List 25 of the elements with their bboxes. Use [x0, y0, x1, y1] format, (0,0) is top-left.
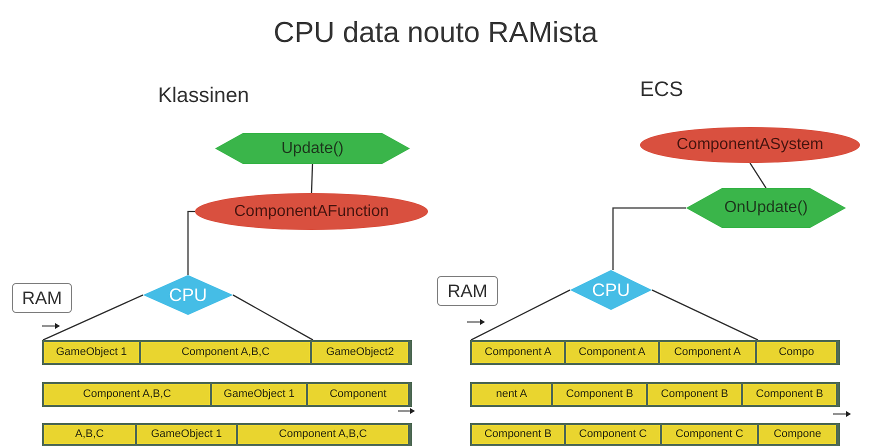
title: CPU data nouto RAMista	[274, 16, 598, 51]
ellipse-node: ComponentAFunction	[195, 193, 428, 230]
hexagon-node: Update()	[215, 133, 410, 164]
cpu-diamond: CPU	[143, 275, 233, 315]
connector-line	[470, 289, 570, 341]
memory-row	[470, 423, 840, 446]
memory-row	[470, 340, 840, 365]
memory-box: RAM	[437, 276, 498, 306]
hexagon-node: OnUpdate()	[686, 188, 846, 228]
connector-line	[187, 210, 195, 275]
memory-row	[42, 340, 412, 365]
ellipse-node: ComponentASystem	[640, 127, 860, 163]
section-heading: Klassinen	[158, 83, 250, 109]
memory-box: RAM	[12, 283, 72, 313]
connector-line	[652, 289, 758, 341]
connector-line	[612, 207, 686, 270]
connector-line	[310, 164, 314, 194]
connector-line	[232, 294, 314, 341]
cpu-diamond: CPU	[570, 270, 652, 310]
section-heading: ECS	[640, 77, 684, 103]
connector-line	[749, 162, 767, 188]
connector-line	[42, 294, 144, 341]
memory-row	[470, 382, 840, 407]
memory-row	[42, 382, 412, 407]
memory-row	[42, 423, 412, 446]
